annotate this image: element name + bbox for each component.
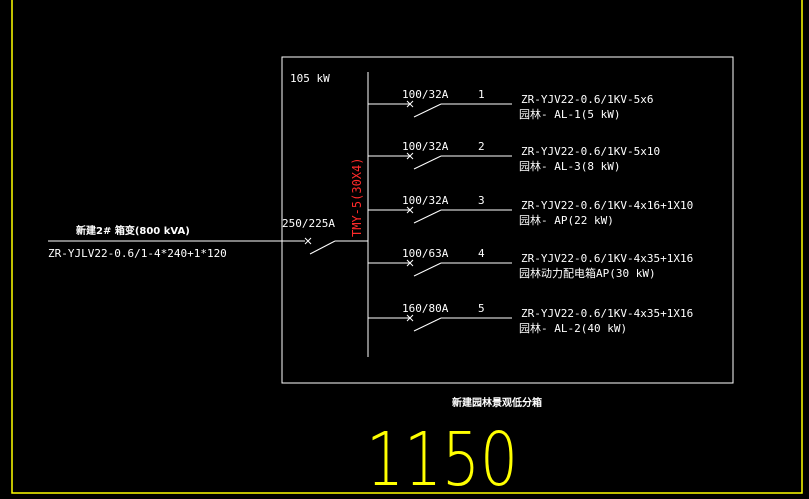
drawing-frame [11, 0, 803, 494]
circuit-number: 5 [478, 302, 485, 315]
breaker-cross-mark [406, 152, 414, 160]
circuit-load-label: 园林- AL-2(40 kW) [519, 321, 627, 335]
circuit-number: 4 [478, 247, 485, 260]
circuit-cable-label: ZR-YJV22-0.6/1KV-5x6 [521, 93, 653, 106]
breaker-cross-mark [406, 100, 414, 108]
circuit-breaker-label: 160/80A [402, 302, 449, 315]
circuit-breaker-label: 100/63A [402, 247, 449, 260]
circuit-load-label: 园林动力配电箱AP(30 kW) [519, 266, 656, 280]
breaker-contact-line [413, 317, 442, 332]
circuit-number: 2 [478, 140, 485, 153]
incoming-breaker-symbol [304, 237, 368, 255]
circuit-breaker-label: 100/32A [402, 88, 449, 101]
breaker-contact-line [413, 209, 442, 224]
circuit-cable-label: ZR-YJV22-0.6/1KV-4x16+1X10 [521, 199, 693, 212]
circuit-number: 3 [478, 194, 485, 207]
incoming-breaker-label: 250/225A [282, 217, 335, 230]
circuit-breaker-label: 100/32A [402, 140, 449, 153]
circuit-load-label: 园林- AP(22 kW) [519, 213, 614, 227]
circuit-cable-label: ZR-YJV22-0.6/1KV-4x35+1X16 [521, 307, 693, 320]
breaker-contact-line [413, 155, 442, 170]
circuit-number: 1 [478, 88, 485, 101]
circuit-load-label: 园林- AL-3(8 kW) [519, 159, 620, 173]
circuit-breaker-label: 100/32A [402, 194, 449, 207]
annotation-number: 1150 [366, 417, 518, 499]
breaker-cross-mark [406, 259, 414, 267]
panel-load-label: 105 kW [290, 72, 330, 85]
circuit-cable-label: ZR-YJV22-0.6/1KV-4x35+1X16 [521, 252, 693, 265]
circuit-load-label: 园林- AL-1(5 kW) [519, 107, 620, 121]
distribution-box-outline [281, 56, 734, 384]
breaker-contact-line [413, 103, 442, 118]
panel-title: 新建园林景观低分箱 [452, 396, 542, 409]
busbar-label: TMY-5(30X4) [350, 158, 364, 237]
breaker-cross-mark [406, 314, 414, 322]
breaker-contact-line [413, 262, 442, 277]
circuit-4: 100/63A 4 ZR-YJV22-0.6/1KV-4x35+1X16园林动力配电… [368, 247, 693, 280]
incoming-source-label: 新建2# 箱变(800 kVA) [76, 224, 190, 237]
circuit-cable-label: ZR-YJV22-0.6/1KV-5x10 [521, 145, 660, 158]
breaker-cross-mark [406, 206, 414, 214]
incoming-cable-label: ZR-YJLV22-0.6/1-4*240+1*120 [48, 247, 227, 260]
